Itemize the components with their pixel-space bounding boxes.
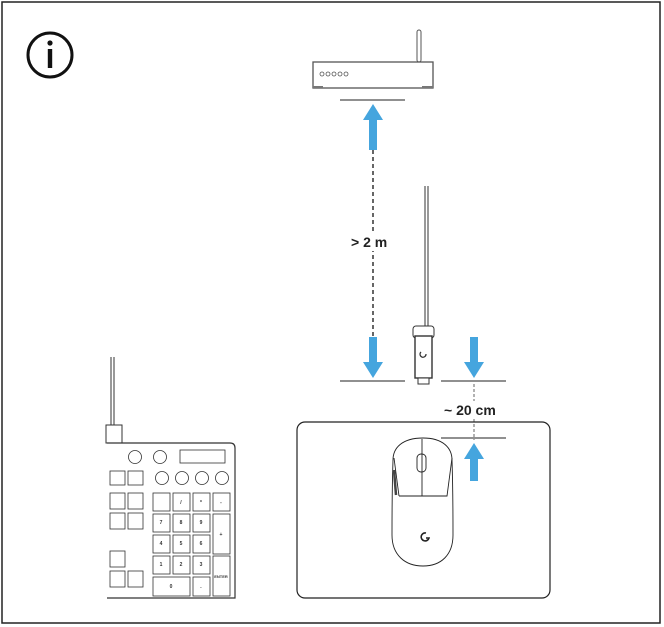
- key-3: 3: [200, 562, 203, 568]
- arrow-down-mouse: [464, 337, 484, 378]
- arrow-up-router: [363, 104, 383, 150]
- key-star: *: [200, 500, 202, 506]
- receiver-icon: [413, 186, 434, 384]
- key-9: 9: [200, 520, 203, 526]
- key-plus: +: [220, 532, 223, 538]
- key-6: 6: [200, 541, 203, 547]
- label-2m: > 2 m: [351, 234, 387, 250]
- key-5: 5: [180, 541, 183, 547]
- key-1: 1: [160, 562, 163, 568]
- arrow-down-receiver: [363, 337, 383, 378]
- key-4: 4: [160, 541, 163, 547]
- key-7: 7: [160, 520, 163, 526]
- keypad-icon: / * - 7 8 9 + 4 5 6 1 2 3 ENTER 0 .: [106, 357, 235, 598]
- label-20cm: ~ 20 cm: [444, 402, 496, 418]
- key-enter: ENTER: [214, 574, 228, 579]
- mouse-icon: [392, 438, 453, 566]
- key-8: 8: [180, 520, 183, 526]
- arrow-up-mouse: [464, 443, 484, 481]
- info-icon: [28, 33, 72, 77]
- key-2: 2: [180, 562, 183, 568]
- key-0: 0: [170, 584, 173, 590]
- router-icon: [313, 30, 433, 88]
- mousepad: [297, 422, 550, 598]
